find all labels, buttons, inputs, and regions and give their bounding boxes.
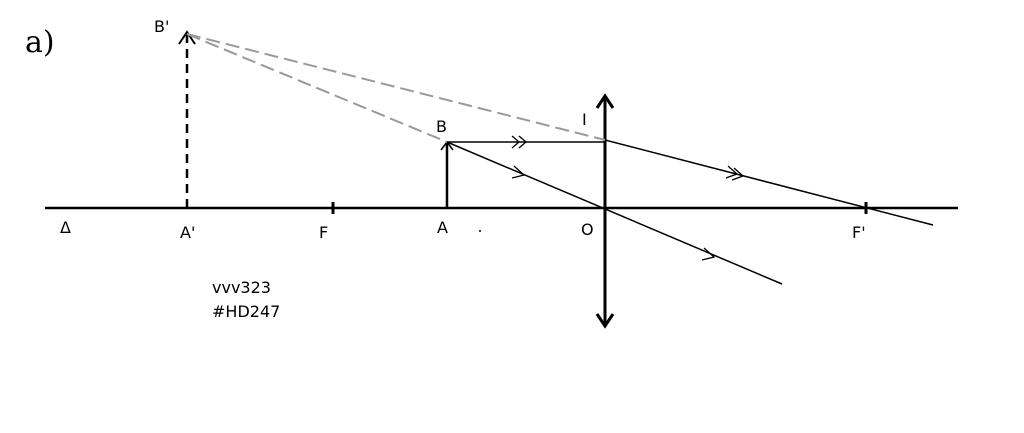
virtual-ray-from-b	[186, 33, 448, 143]
label-o: O	[581, 220, 594, 239]
arrow-marker-1	[511, 165, 526, 179]
label-delta: Δ	[60, 218, 71, 237]
ray-refracted-through-f-prime	[604, 139, 934, 226]
label-b-prime: B'	[154, 17, 169, 36]
part-label: a)	[25, 25, 55, 60]
watermark-line-1: vvv323	[212, 278, 271, 297]
label-i: I	[582, 110, 587, 129]
label-b: B	[436, 117, 447, 136]
small-dot	[479, 230, 481, 232]
ray-through-center	[446, 141, 783, 285]
double-arrow-marker-2	[725, 165, 745, 181]
virtual-image-a-prime-b-prime	[178, 30, 196, 208]
converging-lens	[595, 93, 615, 329]
label-a-prime: A'	[180, 223, 195, 242]
watermark-line-2: #HD247	[212, 302, 280, 321]
object-ab	[440, 140, 454, 208]
double-arrow-marker	[511, 135, 527, 149]
virtual-ray-from-i	[186, 33, 606, 141]
label-f-prime: F'	[852, 223, 866, 242]
label-f: F	[319, 223, 328, 242]
arrow-marker-2	[701, 247, 716, 261]
label-a: A	[437, 218, 448, 237]
